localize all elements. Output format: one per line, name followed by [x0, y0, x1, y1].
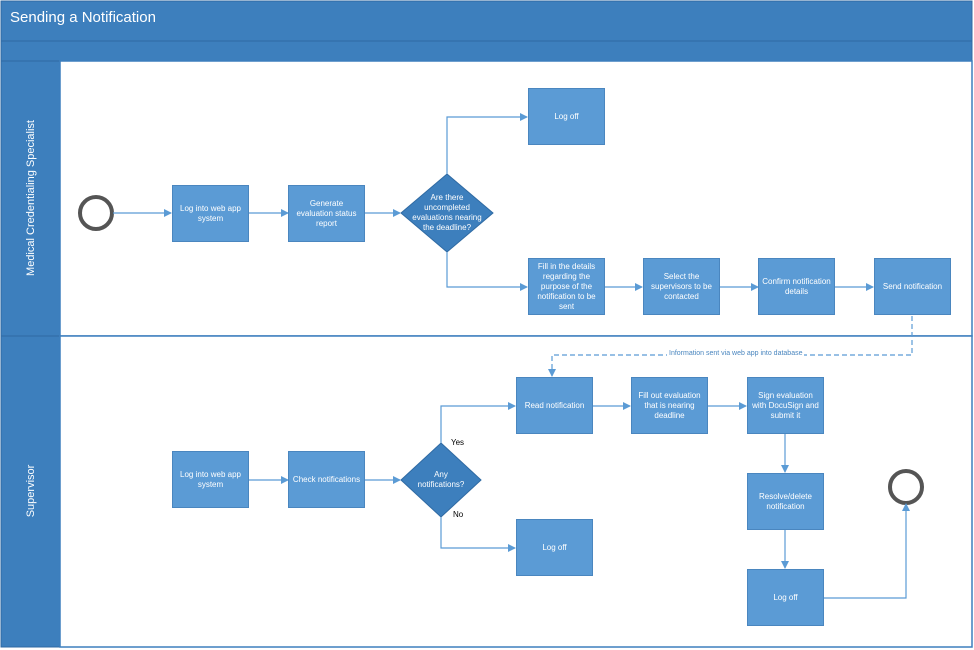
decision-supervisor-text[interactable]: Any notifications? [417, 470, 465, 489]
decision-specialist-text[interactable]: Are there uncompleted evaluations nearin… [412, 193, 482, 232]
lane-label-supervisor: Supervisor [25, 464, 37, 518]
task-fill-evaluation[interactable]: Fill out evaluation that is nearing dead… [631, 377, 708, 434]
task-check-notifications[interactable]: Check notifications [288, 451, 365, 508]
task-confirm-details[interactable]: Confirm notification details [758, 258, 835, 315]
task-resolve-notification[interactable]: Resolve/delete notification [747, 473, 824, 530]
task-select-supervisors[interactable]: Select the supervisors to be contacted [643, 258, 720, 315]
page-title: Sending a Notification [10, 9, 156, 26]
task-fill-details[interactable]: Fill in the details regarding the purpos… [528, 258, 605, 315]
task-specialist-login[interactable]: Log into web app system [172, 185, 249, 242]
task-supervisor-login[interactable]: Log into web app system [172, 451, 249, 508]
flow-decision-no-to-logoff [440, 517, 516, 552]
flow-decision-to-fill-details [446, 252, 528, 291]
header-strip [0, 40, 973, 62]
lane-supervisor-label-bg [0, 335, 61, 648]
task-generate-report[interactable]: Generate evaluation status report [288, 185, 365, 242]
flow-decision-to-logoff [446, 113, 528, 174]
start-event [78, 195, 114, 231]
title-bar [0, 0, 973, 42]
flow-logoff-to-end [823, 503, 910, 599]
flow-decision-yes-to-read [440, 402, 516, 443]
no-label: No [453, 510, 464, 519]
lane-specialist-label-bg [0, 60, 61, 337]
end-event [888, 469, 924, 505]
lane-label-specialist: Medical Credentialing Specialist [25, 120, 37, 276]
task-specialist-logoff[interactable]: Log off [528, 88, 605, 145]
yes-label: Yes [451, 438, 465, 447]
task-read-notification[interactable]: Read notification [516, 377, 593, 434]
task-sign-evaluation[interactable]: Sign evaluation with DocuSign and submit… [747, 377, 824, 434]
task-supervisor-logoff-end[interactable]: Log off [747, 569, 824, 626]
task-supervisor-logoff-no[interactable]: Log off [516, 519, 593, 576]
task-send-notification[interactable]: Send notification [874, 258, 951, 315]
connector-label: Information sent via web app into databa… [667, 350, 805, 357]
